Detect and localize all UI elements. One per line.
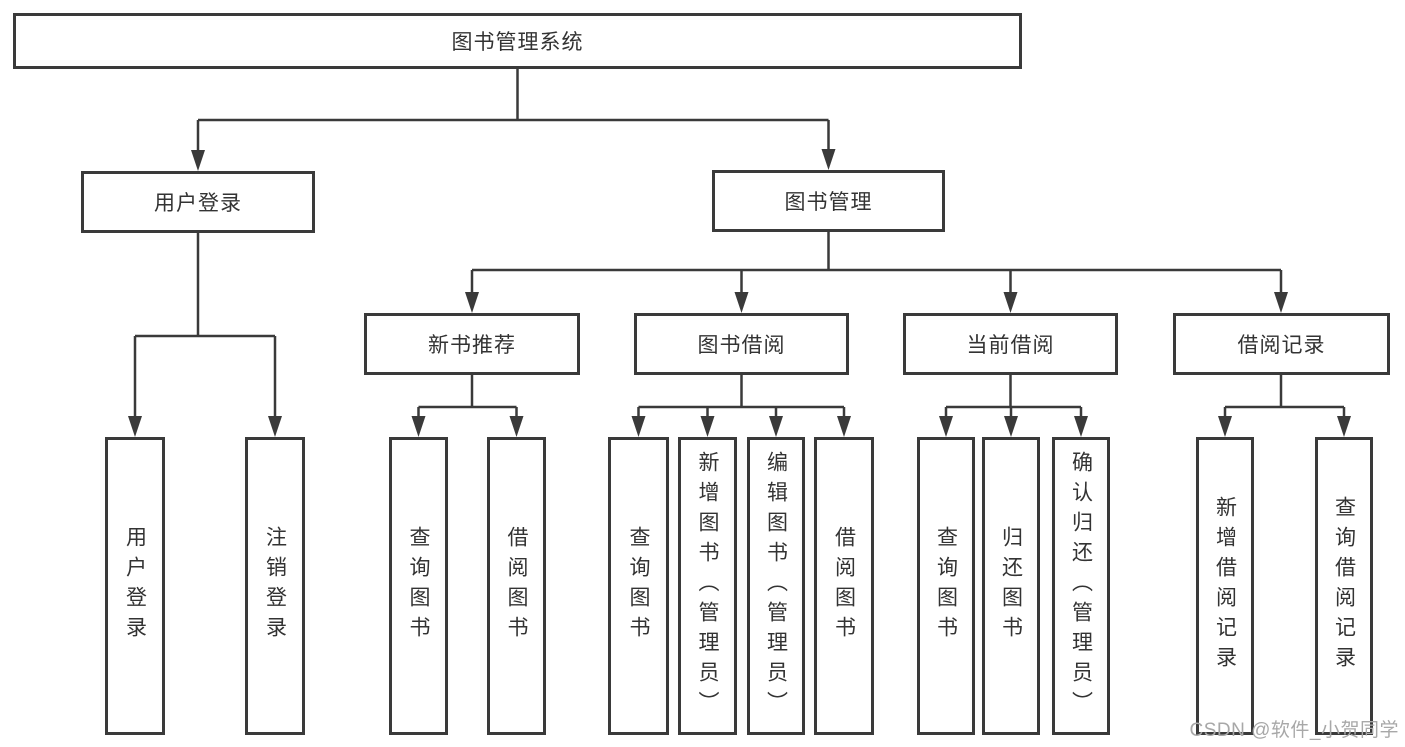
node-label: 新书推荐 [428, 334, 516, 357]
node-new-book-recommend: 新书推荐 [364, 313, 580, 375]
leaf-newbooks-borrow-books: 借阅图书 [487, 437, 546, 735]
leaf-label: 注销登录 [263, 526, 287, 646]
leaf-label: 查询图书 [934, 526, 958, 646]
leaf-label: 归还图书 [999, 526, 1023, 646]
leaf-borrow-add-books-admin: 新增图书（管理员） [678, 437, 737, 735]
connector-root-to-branches [196, 68, 830, 153]
connector-newbooks-to-leaves [417, 375, 518, 419]
node-label: 图书借阅 [697, 334, 786, 357]
connector-bookborrow-to-leaves [637, 375, 846, 419]
node-label: 当前借阅 [966, 334, 1055, 357]
leaf-label: 借阅图书 [505, 526, 528, 646]
connector-currentborrow-to-leaves [944, 375, 1083, 419]
connector-userlogin-to-leaves [133, 233, 277, 419]
leaf-logout: 注销登录 [245, 437, 305, 735]
leaf-label: 借阅图书 [832, 526, 856, 646]
connector-bookmgmt-to-modules [470, 232, 1283, 295]
leaf-borrow-edit-books-admin: 编辑图书（管理员） [747, 437, 805, 735]
node-user-login: 用户登录 [81, 171, 315, 233]
leaf-label: 查询借阅记录 [1332, 496, 1356, 676]
leaf-records-query-record: 查询借阅记录 [1315, 437, 1373, 735]
leaf-user-login: 用户登录 [105, 437, 165, 735]
leaf-borrow-borrow-books: 借阅图书 [814, 437, 874, 735]
leaf-label: 确认归还（管理员） [1069, 451, 1093, 721]
leaf-borrow-query-books: 查询图书 [608, 437, 669, 735]
leaf-records-add-record: 新增借阅记录 [1196, 437, 1254, 735]
leaf-newbooks-query-books: 查询图书 [389, 437, 448, 735]
leaf-label: 查询图书 [407, 526, 430, 646]
node-system-root: 图书管理系统 [13, 13, 1022, 69]
leaf-current-query-books: 查询图书 [917, 437, 975, 735]
node-label: 用户登录 [154, 192, 242, 215]
csdn-watermark: CSDN @软件_小贺同学 [1189, 720, 1399, 741]
leaf-current-return-books: 归还图书 [982, 437, 1040, 735]
node-borrow-records: 借阅记录 [1173, 313, 1390, 375]
node-book-management: 图书管理 [712, 170, 945, 232]
leaf-label: 查询图书 [627, 526, 650, 646]
node-current-borrow: 当前借阅 [903, 313, 1118, 375]
node-label: 借阅记录 [1237, 334, 1326, 357]
leaf-label: 新增图书（管理员） [696, 451, 719, 721]
leaf-label: 用户登录 [123, 526, 147, 646]
connector-records-to-leaves [1223, 375, 1346, 419]
leaf-current-confirm-return-admin: 确认归还（管理员） [1052, 437, 1110, 735]
leaf-label: 新增借阅记录 [1213, 496, 1237, 676]
leaf-label: 编辑图书（管理员） [764, 451, 788, 721]
node-label: 图书管理 [784, 191, 873, 214]
node-label: 图书管理系统 [451, 31, 584, 54]
node-book-borrow: 图书借阅 [634, 313, 849, 375]
